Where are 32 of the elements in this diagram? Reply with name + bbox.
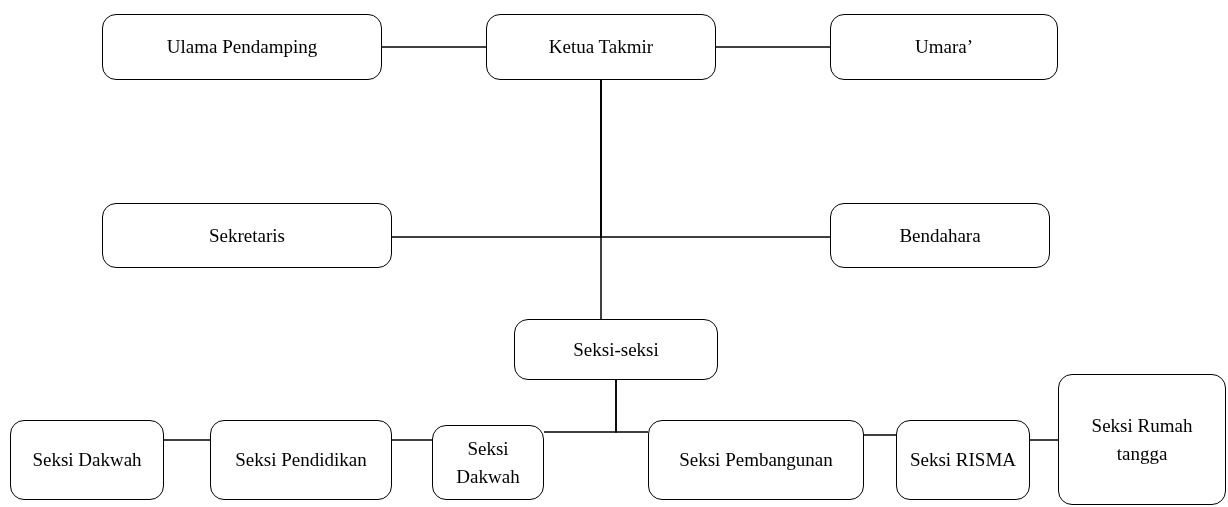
org-box — [896, 420, 1030, 500]
role-label: Seksi RISMA — [909, 448, 1017, 473]
org-box — [432, 425, 544, 500]
org-box — [514, 319, 718, 380]
role-label: Seksi Dakwah — [455, 436, 521, 489]
org-box — [830, 14, 1058, 80]
connector-line — [1029, 439, 1059, 441]
connector-line — [863, 434, 897, 436]
role-label: Seksi Rumah tangga — [1090, 413, 1194, 466]
connector-line — [715, 46, 831, 48]
role-label: Seksi Pembangunan — [679, 448, 833, 473]
connector-line — [391, 439, 433, 441]
connector-line — [163, 439, 211, 441]
role-label: Sekretaris — [209, 223, 285, 248]
connector-line — [600, 79, 602, 320]
org-box — [486, 14, 716, 80]
org-box — [830, 203, 1050, 268]
role-label: Ulama Pendamping — [166, 35, 318, 60]
connector-line — [615, 379, 649, 433]
role-label: Umara’ — [915, 35, 973, 60]
org-box — [1058, 374, 1226, 505]
role-label: Seksi Pendidikan — [235, 448, 367, 473]
role-label: Seksi Dakwah — [32, 448, 142, 473]
org-box — [210, 420, 392, 500]
org-box — [10, 420, 164, 500]
org-box — [648, 420, 864, 500]
connector-line — [381, 46, 487, 48]
org-box — [102, 14, 382, 80]
role-label: Bendahara — [899, 223, 981, 248]
role-label: Seksi-seksi — [573, 337, 659, 362]
role-label: Ketua Takmir — [548, 35, 654, 60]
org-box — [102, 203, 392, 268]
